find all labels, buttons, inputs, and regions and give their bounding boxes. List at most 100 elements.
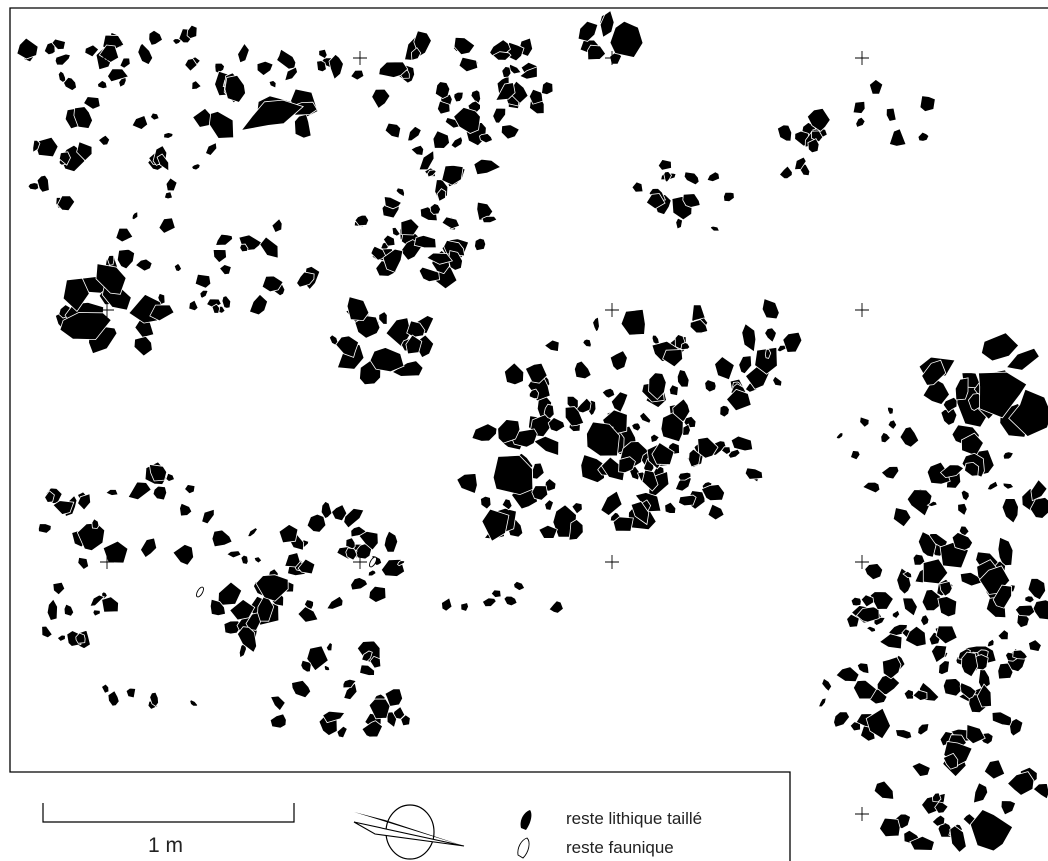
lithic-remain — [503, 595, 518, 607]
lithic-remain — [56, 195, 76, 212]
lithic-remain — [237, 42, 250, 64]
lithic-remain — [46, 598, 58, 621]
lithic-remain — [188, 299, 199, 312]
lithic-remain — [382, 248, 404, 273]
lithic-remain — [343, 507, 365, 529]
lithic-remain — [400, 714, 411, 727]
lithic-remain — [959, 682, 977, 700]
lithic-remain — [491, 51, 512, 61]
lithic-remain — [911, 762, 931, 777]
lithic-remain — [62, 277, 90, 313]
lithic-remain — [1014, 604, 1036, 617]
lithic-remain — [497, 419, 521, 444]
lithic-remain — [367, 569, 377, 577]
lithic-remain — [345, 547, 358, 561]
lithic-remain — [609, 20, 644, 58]
lithic-remain — [43, 41, 56, 56]
lithic-remain — [418, 149, 435, 171]
lithic-remain — [368, 698, 391, 720]
lithic-remain — [959, 571, 984, 587]
grid-cross-icon — [100, 303, 114, 317]
lithic-remain — [906, 489, 933, 517]
lithic-remain — [978, 371, 1028, 419]
lithic-remain — [59, 312, 112, 341]
lithic-remain — [255, 574, 289, 602]
lithic-remain — [920, 614, 930, 627]
lithic-remain — [700, 484, 726, 502]
lithic-remain — [782, 331, 803, 353]
lithic-remain — [1006, 771, 1035, 796]
lithic-remain — [818, 697, 827, 708]
lithic-remain — [186, 24, 198, 39]
lithic-remain — [318, 48, 328, 60]
lithic-remain — [500, 124, 520, 140]
lithic-remain — [202, 110, 235, 139]
lithic-remain — [209, 598, 226, 617]
lithic-remain — [533, 435, 560, 457]
lithic-remain — [980, 332, 1020, 362]
lithic-remain — [58, 151, 71, 166]
lithic-remain — [476, 201, 494, 221]
lithic-remain — [821, 677, 833, 692]
lithic-remain — [503, 362, 525, 386]
lithic-remain — [983, 759, 1006, 780]
grid-cross-icon — [605, 51, 619, 65]
lithic-remain — [519, 66, 538, 80]
lithic-remain — [885, 107, 897, 122]
lithic-remain — [880, 465, 900, 480]
lithic-remain — [592, 316, 600, 333]
lithic-remain — [441, 216, 461, 230]
lithic-remain — [973, 782, 989, 804]
lithic-remain — [917, 131, 930, 142]
lithic-remain — [861, 481, 881, 494]
lithic-remain — [456, 473, 478, 495]
lithic-remain — [538, 524, 558, 539]
lithic-remain — [335, 335, 360, 358]
lithic-remain — [674, 475, 692, 492]
lithic-remain — [852, 100, 866, 114]
lithic-remain — [246, 527, 259, 538]
lithic-remain — [587, 44, 607, 61]
lithic-remain — [917, 531, 937, 558]
lithic-remain — [657, 159, 672, 171]
lithic-remain — [719, 404, 730, 418]
lithic-remain — [960, 489, 970, 502]
lithic-remain — [407, 125, 422, 142]
lithic-remain — [95, 263, 127, 295]
lithic-remain — [172, 543, 195, 566]
lithic-remain — [211, 303, 221, 314]
lithic-remain — [256, 60, 274, 77]
lithic-remain — [650, 433, 660, 444]
lithic-remain — [892, 609, 901, 620]
lithic-remain — [986, 480, 999, 491]
lithic-remain — [577, 20, 599, 42]
grid-cross-icon — [605, 555, 619, 569]
lithic-remain — [638, 411, 652, 424]
lithic-remain — [343, 682, 358, 701]
north-arrow-icon — [353, 804, 465, 860]
lithic-remain — [631, 181, 644, 193]
lithic-remain — [76, 141, 93, 162]
lithic-remain — [229, 598, 256, 621]
lithic-remain — [383, 196, 403, 210]
lithic-remain — [676, 369, 690, 388]
lithic-remain — [201, 508, 215, 525]
lithic-remain — [148, 464, 168, 482]
lithic-remain — [316, 60, 327, 73]
lithic-remain — [879, 817, 901, 838]
lithic-remain — [191, 163, 201, 171]
lithic-remain — [564, 406, 585, 427]
lithic-remain — [410, 144, 425, 156]
lithic-remain — [738, 355, 753, 375]
lithic-remain — [846, 613, 860, 628]
lithic-remain — [922, 377, 950, 405]
lithic-remain — [131, 114, 149, 130]
lithic-remain — [214, 62, 225, 74]
lithic-remain — [991, 711, 1013, 727]
lithic-remain — [919, 95, 936, 113]
lithic-remain — [418, 266, 441, 283]
lithic-remain — [978, 668, 991, 691]
lithic-remain — [850, 450, 861, 461]
lithic-remain — [217, 581, 243, 606]
legend: reste lithique taillé reste faunique — [517, 809, 702, 859]
